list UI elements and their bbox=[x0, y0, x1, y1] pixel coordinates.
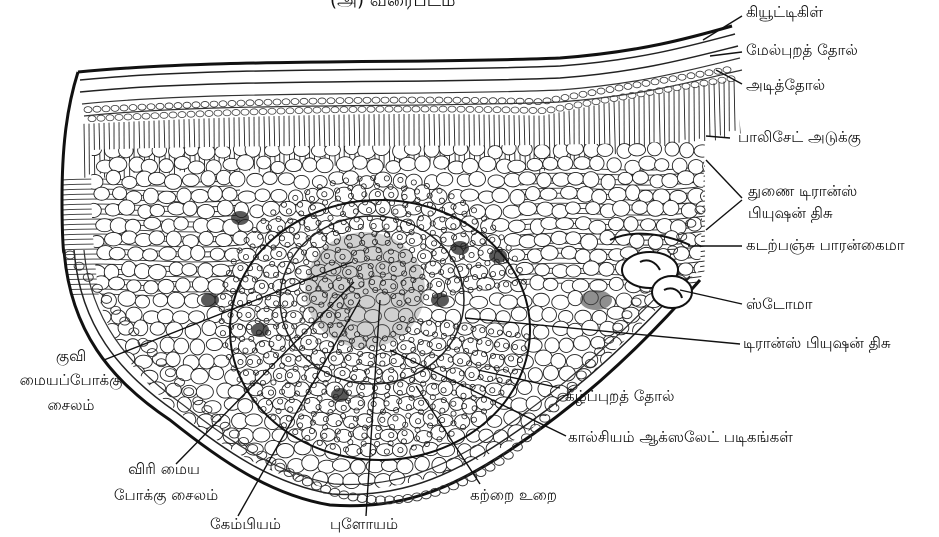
label-bundle-sheath: கற்றை உறை bbox=[470, 486, 557, 504]
label-centripetal-1: குவி bbox=[16, 347, 126, 365]
label-calcium-oxalate-crystals: கால்சியம் ஆக்ஸலேட் படிகங்கள் bbox=[568, 428, 793, 446]
label-hypodermis: அடித்தோல் bbox=[746, 76, 825, 94]
label-accessory-transfusion-1: துணை டிரான்ஸ் bbox=[748, 182, 857, 200]
label-palisade: பாலிசேட் அடுக்கு bbox=[738, 128, 861, 146]
label-accessory-transfusion-2: பியுஷன் திசு bbox=[748, 204, 833, 222]
label-lower-epidermis: கீழ்ப்புறத் தோல் bbox=[565, 387, 674, 405]
label-centrifugal-2: போக்கு சைலம் bbox=[96, 486, 236, 504]
label-spongy-parenchyma: கடற்பஞ்சு பாரன்கைமா bbox=[746, 236, 905, 254]
label-cambium: கேம்பியம் bbox=[210, 515, 281, 533]
label-transfusion-tissue: டிரான்ஸ் பியுஷன் திசு bbox=[743, 334, 891, 352]
label-cuticle: கியூட்டிகிள் bbox=[746, 3, 823, 21]
upper-epidermis-cells bbox=[84, 67, 735, 122]
label-centripetal-2: மையப்போக்கு bbox=[6, 371, 136, 389]
label-centrifugal-1: விரி மைய bbox=[104, 460, 224, 478]
label-stomata: ஸ்டோமா bbox=[746, 295, 812, 313]
label-centripetal-3: சைலம் bbox=[16, 396, 126, 414]
label-upper-epidermis: மேல்புறத் தோல் bbox=[746, 41, 858, 59]
label-phloem: புளோயம் bbox=[330, 515, 398, 533]
leaf-left-edge bbox=[62, 72, 78, 253]
